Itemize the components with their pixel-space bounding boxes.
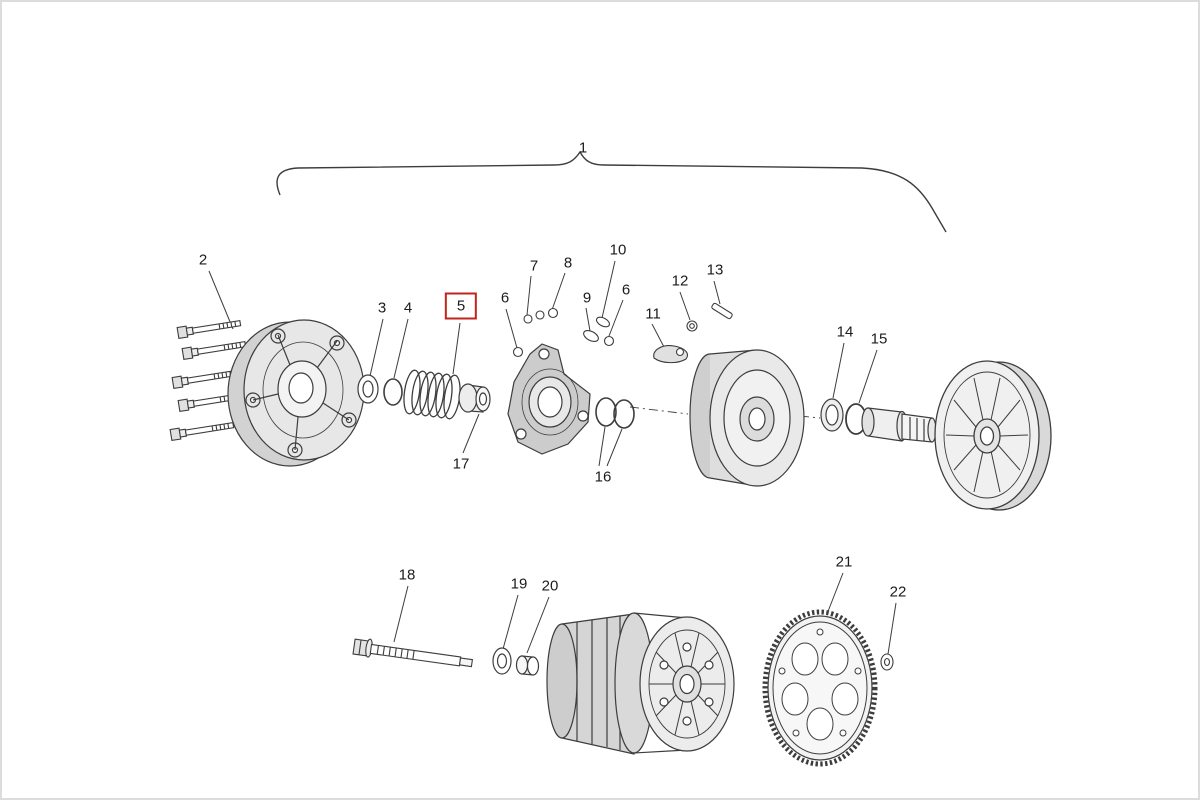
part-ring-gear: [762, 609, 878, 767]
callout-22[interactable]: 22: [889, 583, 907, 601]
part-pin-13: [711, 302, 733, 320]
callout-1[interactable]: 1: [578, 139, 588, 157]
part-rollers-pins: [512, 307, 615, 358]
callout-16[interactable]: 16: [594, 468, 612, 486]
callout-7[interactable]: 7: [529, 257, 539, 275]
part-secondary-clutch: [546, 612, 735, 755]
part-oring-4: [383, 378, 403, 406]
assembly-brace: [276, 150, 947, 233]
leader-lines: [208, 260, 897, 655]
part-spacer-20: [515, 655, 540, 676]
part-orings-16: [595, 397, 635, 429]
callout-21[interactable]: 21: [835, 553, 853, 571]
part-washer-3: [357, 374, 379, 404]
part-spring-retainer: [458, 383, 491, 413]
callout-17[interactable]: 17: [452, 455, 470, 473]
part-cover-bolts: [169, 319, 247, 442]
callout-4[interactable]: 4: [403, 299, 413, 317]
part-cam-weight: [653, 345, 689, 364]
part-washer-22: [880, 653, 894, 671]
part-bolt-18: [352, 638, 474, 668]
part-washer-14: [820, 398, 844, 432]
callout-13[interactable]: 13: [706, 261, 724, 279]
callout-9[interactable]: 9: [582, 289, 592, 307]
callout-20[interactable]: 20: [541, 577, 559, 595]
part-shaft: [861, 407, 937, 443]
callout-18[interactable]: 18: [398, 566, 416, 584]
part-washer-19: [492, 647, 512, 675]
part-clutch-spring: [403, 369, 461, 420]
callout-11[interactable]: 11: [645, 305, 661, 323]
callout-6b[interactable]: 6: [621, 281, 631, 299]
callout-15[interactable]: 15: [870, 330, 888, 348]
callout-12[interactable]: 12: [671, 272, 689, 290]
callout-3[interactable]: 3: [377, 299, 387, 317]
part-nut-12: [686, 320, 698, 332]
part-clutch-cover: [227, 319, 365, 467]
callout-8[interactable]: 8: [563, 254, 573, 272]
callout-6a[interactable]: 6: [500, 289, 510, 307]
part-spider: [507, 343, 591, 455]
callout-14[interactable]: 14: [836, 323, 854, 341]
callout-19[interactable]: 19: [510, 575, 528, 593]
callout-2[interactable]: 2: [198, 251, 208, 269]
part-movable-sheave: [689, 349, 805, 487]
part-fixed-sheave: [934, 360, 1052, 511]
callout-10[interactable]: 10: [609, 241, 627, 259]
callout-5-highlighted[interactable]: 5: [444, 292, 478, 320]
